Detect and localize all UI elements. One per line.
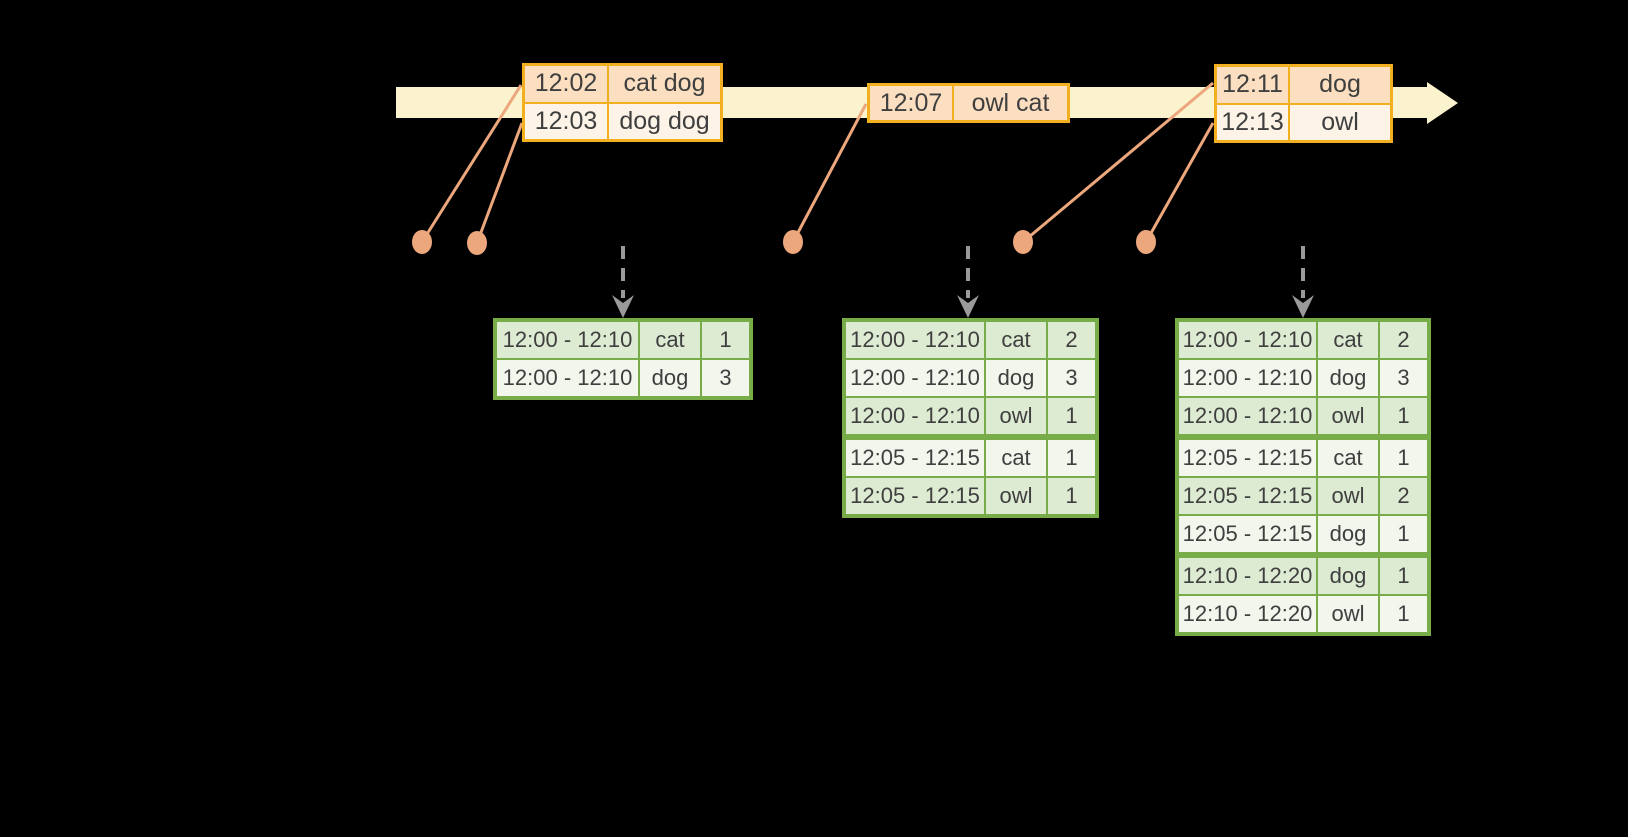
result-row: 12:05 - 12:15 cat 1	[1179, 440, 1427, 476]
word-cell: cat	[640, 322, 700, 358]
event-words-cell: owl cat	[954, 86, 1067, 120]
count-cell: 1	[1380, 596, 1427, 632]
trigger-arrow-3	[1292, 246, 1314, 318]
count-cell: 3	[1380, 360, 1427, 396]
window-cell: 12:00 - 12:10	[846, 360, 984, 396]
result-table-3: 12:00 - 12:10 cat 2 12:00 - 12:10 dog 3 …	[1175, 318, 1431, 636]
word-cell: owl	[1318, 478, 1378, 514]
event-marker-dot	[412, 230, 432, 254]
window-cell: 12:10 - 12:20	[1179, 558, 1316, 594]
event-marker-dot	[1136, 230, 1156, 254]
window-cell: 12:00 - 12:10	[1179, 398, 1316, 434]
count-cell: 1	[1048, 478, 1095, 514]
event-row: 12:11 dog	[1217, 67, 1390, 103]
event-marker-line	[791, 103, 868, 243]
window-cell: 12:00 - 12:10	[846, 322, 984, 358]
window-cell: 12:05 - 12:15	[1179, 516, 1316, 552]
result-row: 12:00 - 12:10 cat 2	[1179, 322, 1427, 358]
result-table-1: 12:00 - 12:10 cat 1 12:00 - 12:10 dog 3	[493, 318, 753, 400]
window-cell: 12:05 - 12:15	[1179, 478, 1316, 514]
window-cell: 12:05 - 12:15	[846, 440, 984, 476]
event-words-cell: owl	[1290, 104, 1390, 140]
word-cell: dog	[640, 360, 700, 396]
event-row: 12:02 cat dog	[525, 66, 720, 102]
count-cell: 1	[1380, 440, 1427, 476]
window-cell: 12:05 - 12:15	[1179, 440, 1316, 476]
result-row: 12:00 - 12:10 cat 2	[846, 322, 1095, 358]
result-row: 12:00 - 12:10 cat 1	[497, 322, 749, 358]
word-cell: owl	[986, 478, 1046, 514]
result-row: 12:00 - 12:10 dog 3	[497, 360, 749, 396]
count-cell: 1	[1380, 398, 1427, 434]
window-cell: 12:00 - 12:10	[497, 322, 638, 358]
event-words-cell: dog dog	[609, 103, 720, 139]
event-time-cell: 12:03	[525, 103, 607, 139]
result-row: 12:05 - 12:15 owl 1	[846, 478, 1095, 514]
result-row: 12:05 - 12:15 owl 2	[1179, 478, 1427, 514]
count-cell: 2	[1380, 478, 1427, 514]
event-table-3: 12:11 dog 12:13 owl	[1214, 64, 1393, 143]
count-cell: 2	[1380, 322, 1427, 358]
result-row: 12:00 - 12:10 owl 1	[1179, 398, 1427, 434]
word-cell: dog	[1318, 558, 1378, 594]
word-cell: dog	[1318, 516, 1378, 552]
event-time-cell: 12:07	[870, 86, 952, 120]
event-table-2: 12:07 owl cat	[867, 83, 1070, 123]
event-table-1: 12:02 cat dog 12:03 dog dog	[522, 63, 723, 142]
window-cell: 12:00 - 12:10	[497, 360, 638, 396]
count-cell: 1	[1380, 558, 1427, 594]
word-cell: cat	[986, 322, 1046, 358]
event-marker-dot	[467, 231, 487, 255]
word-cell: dog	[1318, 360, 1378, 396]
result-row: 12:00 - 12:10 dog 3	[1179, 360, 1427, 396]
result-row: 12:05 - 12:15 dog 1	[1179, 516, 1427, 552]
result-row: 12:00 - 12:10 dog 3	[846, 360, 1095, 396]
event-marker-line	[1144, 122, 1215, 243]
word-cell: owl	[1318, 596, 1378, 632]
count-cell: 3	[702, 360, 749, 396]
window-cell: 12:05 - 12:15	[846, 478, 984, 514]
word-cell: dog	[986, 360, 1046, 396]
event-row: 12:13 owl	[1217, 104, 1390, 140]
trigger-arrows	[612, 246, 1314, 318]
word-cell: cat	[986, 440, 1046, 476]
window-cell: 12:00 - 12:10	[1179, 360, 1316, 396]
event-row: 12:03 dog dog	[525, 103, 720, 139]
count-cell: 1	[1048, 440, 1095, 476]
event-time-cell: 12:11	[1217, 67, 1288, 103]
event-marker-line	[475, 122, 524, 244]
timeline-arrowhead-icon	[1427, 82, 1458, 124]
event-time-cell: 12:13	[1217, 104, 1288, 140]
result-row: 12:00 - 12:10 owl 1	[846, 398, 1095, 434]
event-row: 12:07 owl cat	[870, 86, 1067, 120]
window-cell: 12:10 - 12:20	[1179, 596, 1316, 632]
event-words-cell: dog	[1290, 67, 1390, 103]
event-marker-dot	[783, 230, 803, 254]
trigger-arrow-1	[612, 246, 634, 318]
event-marker-dots	[412, 230, 1156, 255]
count-cell: 1	[1380, 516, 1427, 552]
count-cell: 1	[702, 322, 749, 358]
count-cell: 2	[1048, 322, 1095, 358]
window-cell: 12:00 - 12:10	[846, 398, 984, 434]
count-cell: 3	[1048, 360, 1095, 396]
event-time-cell: 12:02	[525, 66, 607, 102]
word-cell: cat	[1318, 322, 1378, 358]
result-row: 12:10 - 12:20 dog 1	[1179, 558, 1427, 594]
word-cell: owl	[986, 398, 1046, 434]
word-cell: cat	[1318, 440, 1378, 476]
event-marker-dot	[1013, 230, 1033, 254]
trigger-arrow-2	[957, 246, 979, 318]
result-table-2: 12:00 - 12:10 cat 2 12:00 - 12:10 dog 3 …	[842, 318, 1099, 518]
event-words-cell: cat dog	[609, 66, 720, 102]
word-cell: owl	[1318, 398, 1378, 434]
count-cell: 1	[1048, 398, 1095, 434]
window-cell: 12:00 - 12:10	[1179, 322, 1316, 358]
result-row: 12:05 - 12:15 cat 1	[846, 440, 1095, 476]
result-row: 12:10 - 12:20 owl 1	[1179, 596, 1427, 632]
